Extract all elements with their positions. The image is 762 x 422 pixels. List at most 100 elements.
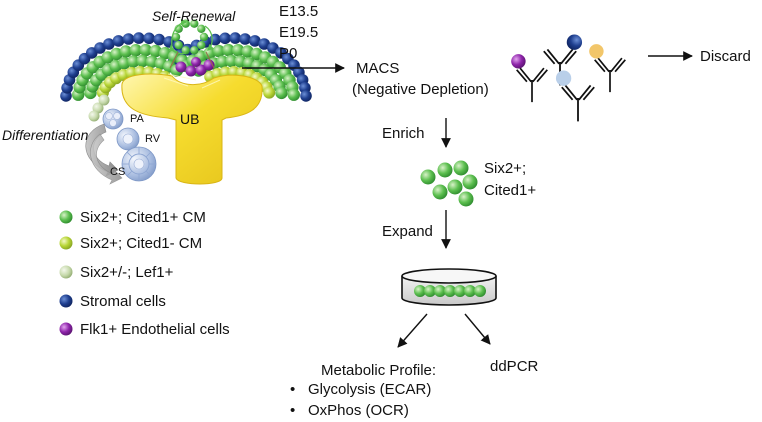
arrow-to-ddpcr (464, 313, 491, 345)
antibody (555, 70, 595, 122)
cap-mesenchyme-cell (110, 47, 123, 61)
self-renewal-label: Self-Renewal (152, 8, 236, 24)
legend-item: Six2+; Cited1- CM (59, 235, 202, 252)
cap-mesenchyme-cell (231, 44, 245, 57)
expand-label: Expand (382, 223, 433, 240)
lef1-cell (88, 110, 100, 122)
legend-swatch (59, 210, 73, 224)
culture-dish (401, 268, 497, 306)
stromal-cell (239, 33, 251, 45)
endothelial-cell (203, 59, 215, 71)
differentiation-label: Differentiation (2, 127, 89, 143)
cultured-cell (454, 285, 466, 297)
antibody-bead (589, 44, 604, 59)
legend-item: Six2+; Cited1+ CM (59, 209, 206, 226)
antibody (589, 44, 626, 93)
cultured-cell (424, 285, 436, 297)
legend-label: Stromal cells (80, 293, 166, 310)
legend-label: Six2+; Cited1+ CM (80, 209, 206, 226)
ub-label: UB (180, 111, 199, 127)
sorted-cell (420, 169, 436, 185)
renewing-cell (190, 46, 199, 55)
cultured-cell (444, 285, 456, 297)
renal-vesicle (116, 127, 140, 151)
discard-label: Discard (700, 48, 751, 65)
cap-mesenchyme-cell (119, 45, 133, 58)
renewing-cell (197, 24, 206, 33)
macs-label: MACS (356, 60, 399, 77)
metabolic-profile-title: Metabolic Profile: (321, 362, 436, 379)
cap-mesenchyme-cell (222, 43, 235, 57)
arrow-to-metabolic (397, 313, 428, 348)
cap-mesenchyme-cell (225, 54, 238, 68)
cultured-cell (414, 285, 426, 297)
stromal-cell (94, 42, 106, 54)
antibody-beads (511, 34, 626, 122)
antibody-bead (555, 70, 572, 86)
bullet: • (290, 381, 295, 398)
cap-mesenchyme-cell (127, 55, 140, 68)
cap-mesenchyme-cell (212, 44, 225, 58)
renewing-cell (197, 41, 206, 50)
pa-label: PA (130, 113, 145, 125)
cultured-cell (474, 285, 486, 297)
cap-mesenchyme-cell (287, 88, 300, 101)
stromal-cell (143, 32, 155, 45)
six2-cited1-cells (420, 160, 478, 207)
renewing-cell (181, 46, 190, 55)
cultured-cell (434, 285, 446, 297)
self-renewal-cycle (171, 19, 209, 55)
legend-label: Flk1+ Endothelial cells (80, 321, 230, 338)
sorted-cells-label: Cited1+ (484, 182, 536, 199)
nephrogenic-niche-illustration: Self-Renewal Differentiation UB PA RV CS (2, 8, 312, 185)
endothelial-cell (175, 61, 187, 73)
ureteric-bud (121, 73, 263, 185)
antibody (511, 54, 548, 103)
renewing-cell (171, 32, 181, 42)
renewing-cell (190, 19, 199, 28)
legend-item: Six2+/-; Lef1+ (59, 264, 174, 281)
cited1-negative-cell (263, 86, 276, 99)
legend-swatch (59, 236, 73, 250)
legend-swatch (59, 322, 73, 336)
cap-mesenchyme-cell (216, 55, 229, 68)
sorted-cells-label: Six2+; (484, 160, 526, 177)
endothelial-cell (191, 57, 201, 67)
antibody-bead (566, 34, 583, 50)
comma-shaped-body (121, 146, 157, 182)
enrich-label: Enrich (382, 125, 425, 142)
legend-swatch (59, 294, 73, 308)
sorted-cell (453, 160, 469, 176)
stromal-cell (153, 33, 165, 46)
stromal-cell (229, 32, 241, 44)
lef1-cell (98, 94, 110, 106)
cap-mesenchyme-cell (136, 54, 149, 68)
differentiation-arrows (85, 123, 123, 185)
stromal-cell (249, 35, 261, 47)
stromal-cell (219, 32, 231, 45)
endothelial-cell (185, 65, 197, 77)
legend-item: Flk1+ Endothelial cells (59, 321, 230, 338)
legend-item: Stromal cells (59, 293, 166, 310)
legend-swatch (59, 265, 73, 279)
sorted-cell (458, 191, 474, 207)
renewing-cell (199, 32, 209, 42)
stromal-cell (122, 33, 135, 45)
cap-mesenchyme-cell (139, 43, 152, 57)
cap-mesenchyme-cell (129, 44, 142, 57)
timepoint: P0 (279, 45, 297, 62)
sorted-cell (447, 179, 463, 195)
stromal-cell (133, 32, 145, 44)
legend: Six2+; Cited1+ CM Six2+; Cited1- CM Six2… (59, 209, 230, 338)
stromal-cell (103, 38, 115, 50)
stromal-cell (258, 38, 271, 50)
sorted-cell (462, 174, 478, 190)
timepoints: E13.5 E19.5 P0 (279, 3, 318, 62)
timepoint: E13.5 (279, 3, 318, 20)
legend-label: Six2+; Cited1- CM (80, 235, 202, 252)
renewing-cell (174, 41, 183, 50)
stromal-cell (112, 35, 125, 47)
negative-depletion-label: (Negative Depletion) (352, 81, 489, 98)
cap-mesenchyme-cell (275, 86, 288, 100)
